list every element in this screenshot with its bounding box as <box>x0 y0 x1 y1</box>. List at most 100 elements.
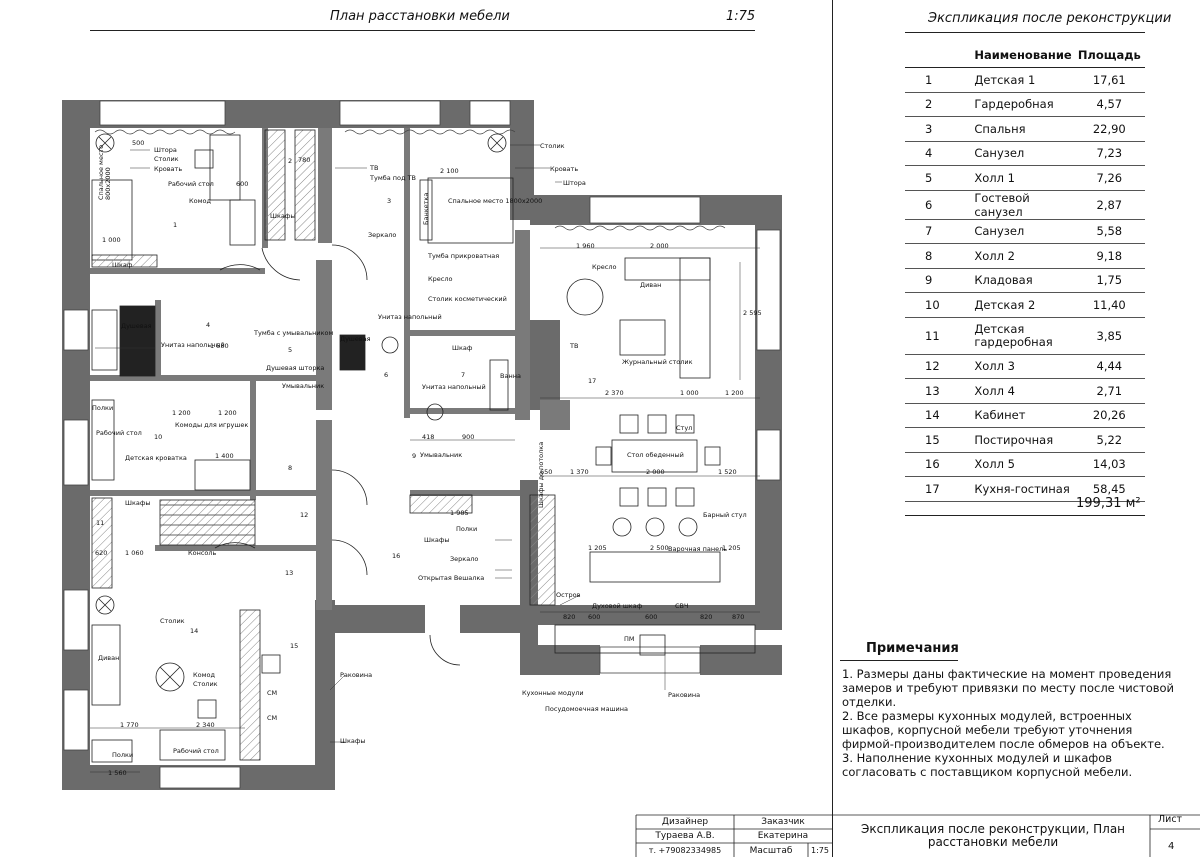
room-number-1: 1 <box>173 221 178 229</box>
scale-value: 1:75 <box>811 846 829 855</box>
label-coffee-table: Журнальный столик <box>622 358 693 366</box>
label-chair: Стул <box>676 424 693 432</box>
label-wardrobe-2: Шкаф <box>452 344 473 352</box>
notes-title: Примечания <box>866 641 959 656</box>
label-wardrobes-2: Шкафы <box>125 499 151 507</box>
room-number-6: 6 <box>384 371 389 379</box>
label-tv-2: ТВ <box>570 342 579 350</box>
scale-label: Масштаб <box>749 846 793 856</box>
label-shelves-2: Полки <box>112 751 134 759</box>
room-number-13: 13 <box>285 569 294 577</box>
floor-plan <box>62 100 782 790</box>
label-tv-1: ТВ <box>370 164 379 172</box>
label-commode-2: Комод <box>193 671 215 679</box>
dim-label: 820 <box>700 613 713 621</box>
label-toy-commodes: Комоды для игрушек <box>175 421 249 429</box>
label-washbasin-1: Умывальник <box>282 382 325 390</box>
label-vanity-unit: Тумба с умывальником <box>254 329 334 337</box>
dim-label: 2 100 <box>440 167 459 175</box>
dim-label: 1 200 <box>218 409 237 417</box>
plan-title: План расстановки мебели <box>330 9 510 24</box>
label-armchair-2: Кресло <box>592 263 617 271</box>
dim-label: 1 205 <box>722 544 741 552</box>
sheet-title: Экспликация после реконструкции, План ра… <box>860 822 1126 849</box>
label-toilet-2: Унитаз напольный <box>161 341 225 349</box>
label-washer-1: СМ <box>267 689 278 697</box>
label-microwave: СВЧ <box>675 602 689 610</box>
explication-title: Экспликация после реконструкции <box>928 11 1172 26</box>
label-dining-table: Стол обеденный <box>627 451 684 459</box>
room-number-12: 12 <box>300 511 309 519</box>
dim-label: 2 595 <box>743 309 762 317</box>
col-header-name: Наименование <box>974 44 1074 68</box>
label-desk-2: Рабочий стол <box>96 429 142 437</box>
dim-label: 2 370 <box>605 389 624 397</box>
room-number-3: 3 <box>387 197 392 205</box>
room-number-15: 15 <box>290 642 299 650</box>
room-number-9: 9 <box>412 452 417 460</box>
customer-label: Заказчик <box>761 817 805 827</box>
label-bar-stool: Барный стул <box>703 511 747 519</box>
label-mirror-2: Зеркало <box>450 555 479 563</box>
sheet-label: Лист <box>1158 814 1183 825</box>
label-sink-2: Раковина <box>668 691 701 699</box>
label-toilet-1: Унитаз напольный <box>378 313 442 321</box>
label-bed-place-2: Спальное место 1800х2000 <box>448 197 543 205</box>
room-number-14: 14 <box>190 627 199 635</box>
dim-label: 1 000 <box>102 236 121 244</box>
inner-walls <box>90 128 570 610</box>
room-number-5: 5 <box>288 346 293 354</box>
label-wardrobes-3: Шкафы <box>340 737 366 745</box>
label-curtain-1: Штора <box>154 146 177 154</box>
label-shower-2: Душевая <box>340 335 371 343</box>
label-bed-1: Кровать <box>154 165 183 173</box>
dim-label: 1 520 <box>718 468 737 476</box>
label-desk-3: Рабочий стол <box>173 747 219 755</box>
label-crib: Детская кроватка <box>125 454 187 462</box>
dim-label: 620 <box>95 549 108 557</box>
dim-label: 1 200 <box>725 389 744 397</box>
label-tv-stand: Тумба под ТВ <box>370 174 416 182</box>
label-commode-1: Комод <box>189 197 211 205</box>
label-table-4: Столик <box>193 680 218 688</box>
room-number-8: 8 <box>288 464 293 472</box>
label-toilet-3: Унитаз напольный <box>422 383 486 391</box>
dim-label: 820 <box>563 613 576 621</box>
label-shower-1: Душевая <box>121 322 152 330</box>
label-shower-curtain: Душевая шторка <box>266 364 325 372</box>
label-wardrobe-1: Шкаф <box>112 261 133 269</box>
label-kitchen-modules: Кухонные модули <box>522 689 584 697</box>
label-table-3: Столик <box>160 617 185 625</box>
label-bath: Ванна <box>500 372 521 380</box>
label-washbasin-2: Умывальник <box>420 451 463 459</box>
dim-label: 1 200 <box>172 409 191 417</box>
dim-label: 1 960 <box>576 242 595 250</box>
dim-label: 600 <box>588 613 601 621</box>
sheet-number: 4 <box>1168 841 1175 852</box>
room-number-10: 10 <box>154 433 163 441</box>
dim-label: 1 000 <box>680 389 699 397</box>
label-armchair-1: Кресло <box>428 275 453 283</box>
label-oven: Духовой шкаф <box>592 602 643 610</box>
label-leaders <box>130 144 666 743</box>
dim-label: 780 <box>298 156 311 164</box>
dim-label: 650 <box>540 468 553 476</box>
label-table-1: Столик <box>154 155 179 163</box>
dim-label: 870 <box>732 613 745 621</box>
label-bed-2: Кровать <box>550 165 579 173</box>
customer-name: Екатерина <box>757 831 809 841</box>
notes-title-underline <box>840 660 958 661</box>
notes-body: 1. Размеры даны фактические на момент пр… <box>842 667 1187 779</box>
designer-name: Тураева А.В. <box>655 831 715 841</box>
room-number-16: 16 <box>392 552 401 560</box>
